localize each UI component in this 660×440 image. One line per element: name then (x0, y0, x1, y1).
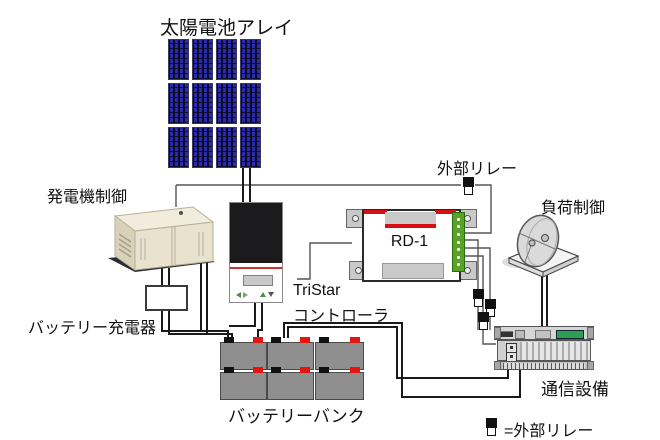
rack-ear (587, 361, 594, 370)
label-external-relay: 外部リレー (437, 161, 518, 178)
screw-icon (355, 267, 362, 274)
tristar-heatsink (230, 203, 282, 265)
solar-panel (168, 83, 189, 124)
neg-terminal (271, 337, 281, 343)
solar-panel (216, 83, 237, 124)
screw-icon (464, 267, 471, 274)
rack-bottom-rail (494, 361, 594, 370)
neg-terminal (224, 367, 234, 373)
battery (220, 337, 267, 370)
solar-panel (216, 39, 237, 80)
rd1-label: RD-1 (390, 233, 429, 250)
legend-relay-icon (486, 418, 497, 436)
solar-panel (192, 39, 213, 80)
solar-panel (192, 83, 213, 124)
rd1-terminal-strip (452, 212, 465, 272)
battery (220, 367, 267, 400)
rd1-red-stripe (364, 210, 387, 214)
rack-green-display (556, 330, 584, 339)
rd1-top-panel (385, 212, 436, 228)
label-solar-array: 太陽電池アレイ (160, 18, 294, 39)
comms-rack (494, 325, 594, 370)
solar-panel (168, 39, 189, 80)
rack-ear (494, 361, 501, 370)
rd1-red-stripe (435, 210, 456, 214)
card-slats (520, 342, 590, 360)
rack-top-unit (494, 326, 594, 340)
connector-icon (535, 330, 551, 339)
solar-array (168, 39, 261, 168)
pos-terminal (253, 337, 263, 343)
label-battery-charger: バッテリー充電器 (28, 320, 157, 337)
legend-text: =外部リレー (504, 423, 594, 440)
label-load-control: 負荷制御 (541, 200, 606, 217)
tristar-display (243, 275, 273, 286)
rd1-bottom-panel (382, 263, 444, 279)
solar-panel (192, 127, 213, 168)
label-tristar-2: コントローラ (293, 308, 390, 325)
pos-terminal (350, 367, 360, 373)
rd1-mount-tab (346, 209, 365, 228)
arrow-left-icon (236, 292, 241, 298)
arrow-up-icon (260, 292, 266, 297)
external-relay-icon (473, 289, 484, 307)
label-comms-equipment: 通信設備 (541, 380, 609, 399)
rack-ear (587, 327, 594, 339)
neg-terminal (224, 337, 234, 343)
pos-terminal (253, 367, 263, 373)
tristar-red-stripe (230, 267, 282, 269)
battery (267, 367, 314, 400)
external-relay-icon (478, 312, 489, 330)
generator (108, 206, 215, 272)
solar-panel (168, 127, 189, 168)
vent-grille-icon (503, 363, 585, 369)
solar-panel (240, 83, 261, 124)
pos-terminal (300, 337, 310, 343)
external-relay-icon (463, 177, 474, 195)
solar-panel (240, 39, 261, 80)
battery (315, 337, 364, 370)
vent-icon (500, 331, 513, 337)
solar-panel (216, 127, 237, 168)
rack-card-cage (497, 340, 591, 362)
neg-terminal (319, 337, 329, 343)
neg-terminal (271, 367, 281, 373)
satellite-dish (502, 214, 580, 278)
arrow-right-icon (243, 292, 248, 298)
rack-ear (494, 327, 501, 339)
pos-terminal (350, 337, 360, 343)
tristar-controller (229, 202, 283, 303)
battery (315, 367, 364, 400)
label-generator-control: 発電機制御 (47, 189, 128, 206)
arrow-down-icon (268, 292, 274, 297)
neg-terminal (319, 367, 329, 373)
label-battery-bank: バッテリーバンク (228, 407, 365, 426)
battery (267, 337, 314, 370)
battery-charger-box (145, 285, 188, 311)
screw-icon (464, 215, 471, 222)
screw-icon (352, 215, 359, 222)
port-icon (515, 330, 525, 339)
label-tristar-1: TriStar (293, 282, 341, 299)
pos-terminal (300, 367, 310, 373)
solar-panel (240, 127, 261, 168)
